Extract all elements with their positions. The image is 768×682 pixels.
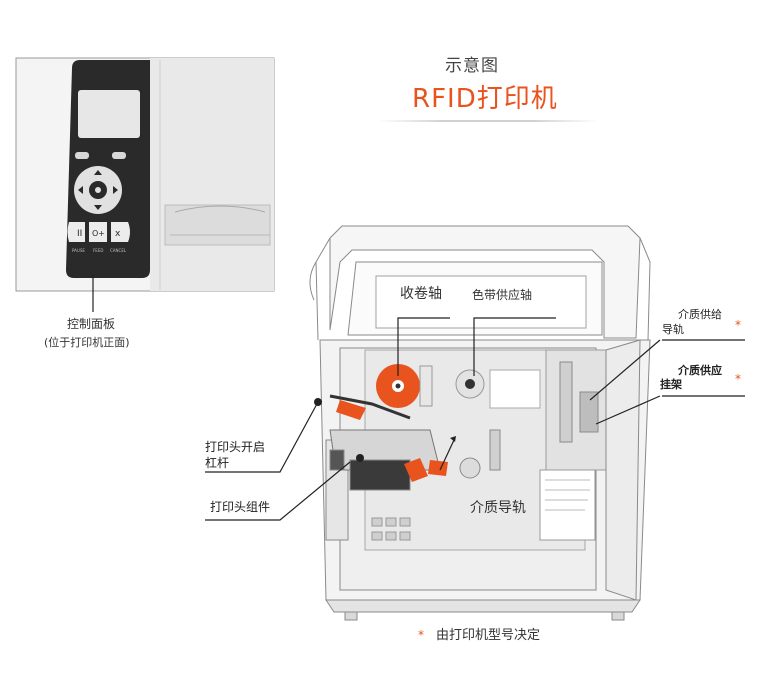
diagram-subtitle: 示意图 — [445, 56, 499, 76]
media-guide-knob — [428, 460, 448, 476]
printhead-assembly-dot — [356, 454, 364, 462]
ribbon-supply-spindle-hub — [455, 369, 485, 399]
svg-text:x: x — [115, 229, 121, 239]
hanger-footnote-marker: * — [735, 372, 741, 386]
label-media-supply-guide-line1: 介质供给 — [678, 308, 722, 321]
cancel-key-label: CANCEL — [110, 248, 127, 253]
label-media-guide: 介质导轨 — [470, 500, 526, 516]
label-rewind-spindle: 收卷轴 — [400, 286, 442, 302]
media-guide-arrowhead — [450, 436, 456, 442]
feed-key-label: FEED — [93, 248, 103, 253]
label-media-supply-hanger-line2: 挂架 — [660, 378, 682, 391]
label-media-supply-hanger-line1: 介质供应 — [678, 364, 722, 377]
printhead-lever-handle — [336, 400, 366, 420]
label-ribbon-supply-spindle: 色带供应轴 — [472, 288, 533, 302]
diagram-title: RFID打印机 — [412, 84, 558, 114]
svg-text:II: II — [77, 229, 82, 239]
footnote-marker: * — [418, 628, 424, 642]
label-printhead-assembly: 打印头组件 — [210, 500, 271, 514]
guide-footnote-marker: * — [735, 318, 741, 332]
label-media-supply-guide-line2: 导轨 — [662, 323, 684, 336]
control-panel-sub-caption: (位于打印机正面) — [44, 336, 130, 349]
rewind-spindle-hub — [376, 364, 433, 408]
label-printhead-lever-line2: 杠杆 — [205, 456, 230, 470]
pause-key-label: PAUSE — [72, 248, 85, 253]
control-panel-caption: 控制面板 — [67, 317, 116, 331]
title-divider — [378, 120, 598, 122]
control-panel-inset: II O+ x PAUSE FEED CANCEL — [15, 57, 275, 292]
printhead-latch — [404, 458, 428, 482]
label-printhead-lever-line1: 打印头开启 — [205, 440, 266, 454]
footnote: * 由打印机型号决定 — [418, 628, 540, 644]
footnote-text: 由打印机型号决定 — [436, 628, 541, 643]
media-guide-pointer — [439, 439, 455, 471]
svg-text:O+: O+ — [92, 229, 105, 238]
leader-lines — [205, 317, 745, 521]
printhead-lever-dot — [314, 398, 322, 406]
